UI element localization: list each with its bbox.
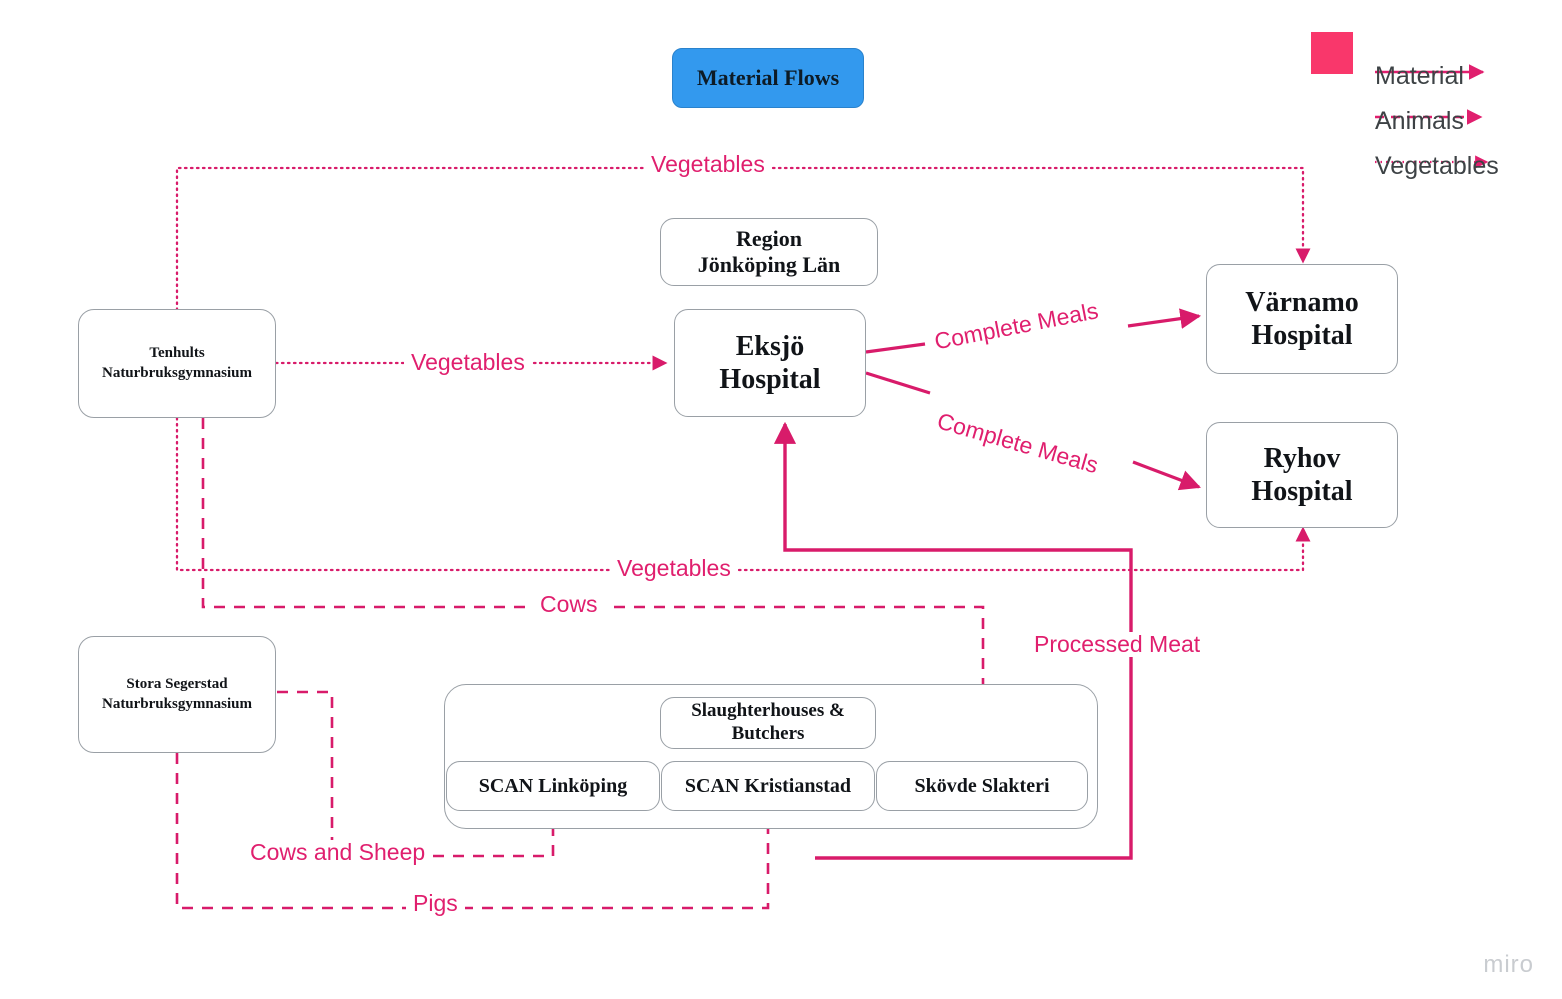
title-label: Material Flows [696, 65, 840, 90]
edge-label-vegetables-bottom: Vegetables [610, 555, 738, 582]
edge-label-cows: Cows [533, 591, 605, 618]
edge-label-cows-and-sheep: Cows and Sheep [243, 839, 433, 866]
edge-label-processed-meat: Processed Meat [1027, 631, 1208, 658]
node-scan-linkoping-label: SCAN Linköping [478, 775, 628, 797]
miro-watermark: miro [1483, 951, 1534, 978]
node-eksjo-line1: Eksjö [735, 330, 805, 362]
edge-complete-meals-eksjo-varnamo [865, 342, 926, 354]
node-slaughter-line2: Butchers [731, 723, 805, 744]
node-tenhults-naturbruksgymnasium[interactable]: Tenhults Naturbruksgymnasium [78, 309, 276, 418]
node-scan-kristianstad[interactable]: SCAN Kristianstad [661, 761, 875, 811]
edge-label-complete-meals-ryhov: Complete Meals [927, 406, 1108, 481]
node-skovde-slakteri-label: Skövde Slakteri [914, 775, 1050, 797]
node-eksjo-line2: Hospital [719, 364, 821, 395]
node-stora-line2: Naturbruksgymnasium [101, 695, 253, 712]
edge-label-pigs: Pigs [406, 890, 465, 917]
node-scan-kristianstad-label: SCAN Kristianstad [684, 775, 852, 797]
node-region-line1: Region [736, 225, 802, 251]
title-box: Material Flows [672, 48, 864, 108]
edge-vegetables-tenhults-ryhov [175, 416, 1311, 572]
node-tenhults-line2: Naturbruksgymnasium [101, 364, 253, 381]
node-slaughter-line1: Slaughterhouses & [691, 700, 845, 722]
edge-complete-meals-eksjo-ryhov [865, 371, 931, 395]
edge-complete-meals-eksjo-varnamo-arrow [1127, 308, 1202, 329]
node-stora-line1: Stora Segerstad [126, 676, 228, 693]
legend-label-material: Material [1375, 62, 1464, 90]
node-ryhov-line1: Ryhov [1263, 442, 1341, 474]
node-slaughterhouses-butchers[interactable]: Slaughterhouses & Butchers [660, 697, 876, 749]
node-scan-linkoping[interactable]: SCAN Linköping [446, 761, 660, 811]
node-ryhov-line2: Hospital [1251, 476, 1353, 507]
legend-label-animals: Animals [1375, 107, 1464, 135]
node-skovde-slakteri[interactable]: Skövde Slakteri [876, 761, 1088, 811]
legend-label-vegetables: Vegetables [1375, 152, 1499, 180]
edge-label-vegetables-top: Vegetables [644, 151, 772, 178]
node-region-jonkoping[interactable]: Region Jönköping Län [660, 218, 878, 286]
edge-label-complete-meals-varnamo: Complete Meals [925, 296, 1108, 357]
node-varnamo-line1: Värnamo [1245, 286, 1359, 318]
node-stora-segerstad-naturbruksgymnasium[interactable]: Stora Segerstad Naturbruksgymnasium [78, 636, 276, 753]
node-region-line2: Jönköping Län [697, 252, 841, 277]
node-varnamo-hospital[interactable]: Värnamo Hospital [1206, 264, 1398, 374]
node-varnamo-line2: Hospital [1251, 320, 1353, 351]
edge-complete-meals-eksjo-ryhov-arrow [1132, 460, 1201, 491]
edge-label-vegetables-tenhults-eksjo: Vegetables [404, 349, 532, 376]
legend-color-swatch [1311, 32, 1353, 74]
node-ryhov-hospital[interactable]: Ryhov Hospital [1206, 422, 1398, 528]
node-eksjo-hospital[interactable]: Eksjö Hospital [674, 309, 866, 417]
node-tenhults-line1: Tenhults [149, 345, 205, 362]
